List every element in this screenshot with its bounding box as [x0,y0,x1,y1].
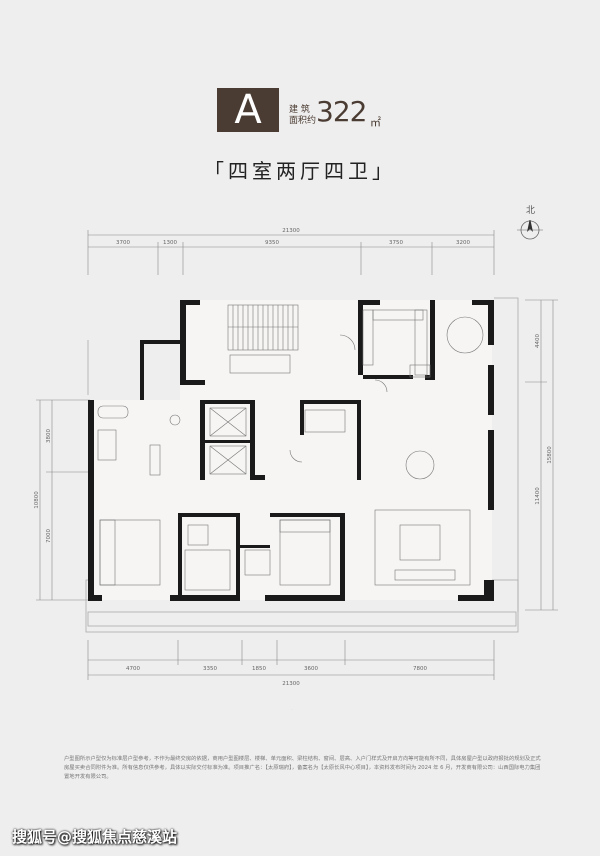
unit-type-badge: A [217,88,279,132]
dim-top-5: 3200 [456,240,470,246]
dim-bottom-1: 4700 [126,666,140,672]
layout-title: 「四室两厅四卫」 [204,159,396,183]
watermark: 搜狐号@搜狐焦点慈溪站 [12,828,178,846]
compass-icon [517,220,543,240]
dim-top-2: 1300 [163,240,177,246]
dim-right-total: 15800 [547,446,553,464]
top-dimensions [87,230,495,275]
area-label-line2: 面积约 [289,116,317,126]
floor-plan: 21300 3700 1300 9350 3750 3200 10800 380… [34,220,558,710]
left-dimensions [36,399,90,601]
north-label: 北 [526,206,536,216]
dim-bottom-3: 1850 [252,666,266,672]
dim-right-2: 11400 [535,487,541,505]
disclaimer: 户型图所示户型仅为标准层户型参考，不作为最终交房的依据，商用户型图楼层、楼梯、单… [64,756,541,780]
dim-top-3: 9350 [265,240,279,246]
fixtures [97,304,484,591]
dim-bottom-2: 3350 [203,666,217,672]
dim-left-1: 3800 [46,429,52,443]
right-dimensions [525,299,558,611]
dim-bottom-total: 21300 [282,681,300,687]
header: A 建 筑 面积约 322 ㎡ 「四室两厅四卫」 [0,0,600,200]
bottom-dimensions [87,640,495,680]
area-label: 建 筑 面积约 [289,105,316,127]
dim-bottom-4: 3600 [304,666,318,672]
dim-top-4: 3750 [389,240,403,246]
area-label-line1: 建 筑 [289,105,310,115]
dim-bottom-5: 7800 [413,666,427,672]
dim-top-1: 3700 [116,240,130,246]
area-unit: ㎡ [370,116,381,129]
dim-left-total: 10800 [34,491,40,509]
area-value: 322 [316,95,367,128]
walls [88,300,494,601]
dim-left-2: 7000 [46,529,52,543]
dim-top-total: 21300 [282,228,300,234]
dim-right-1: 4400 [535,334,541,348]
